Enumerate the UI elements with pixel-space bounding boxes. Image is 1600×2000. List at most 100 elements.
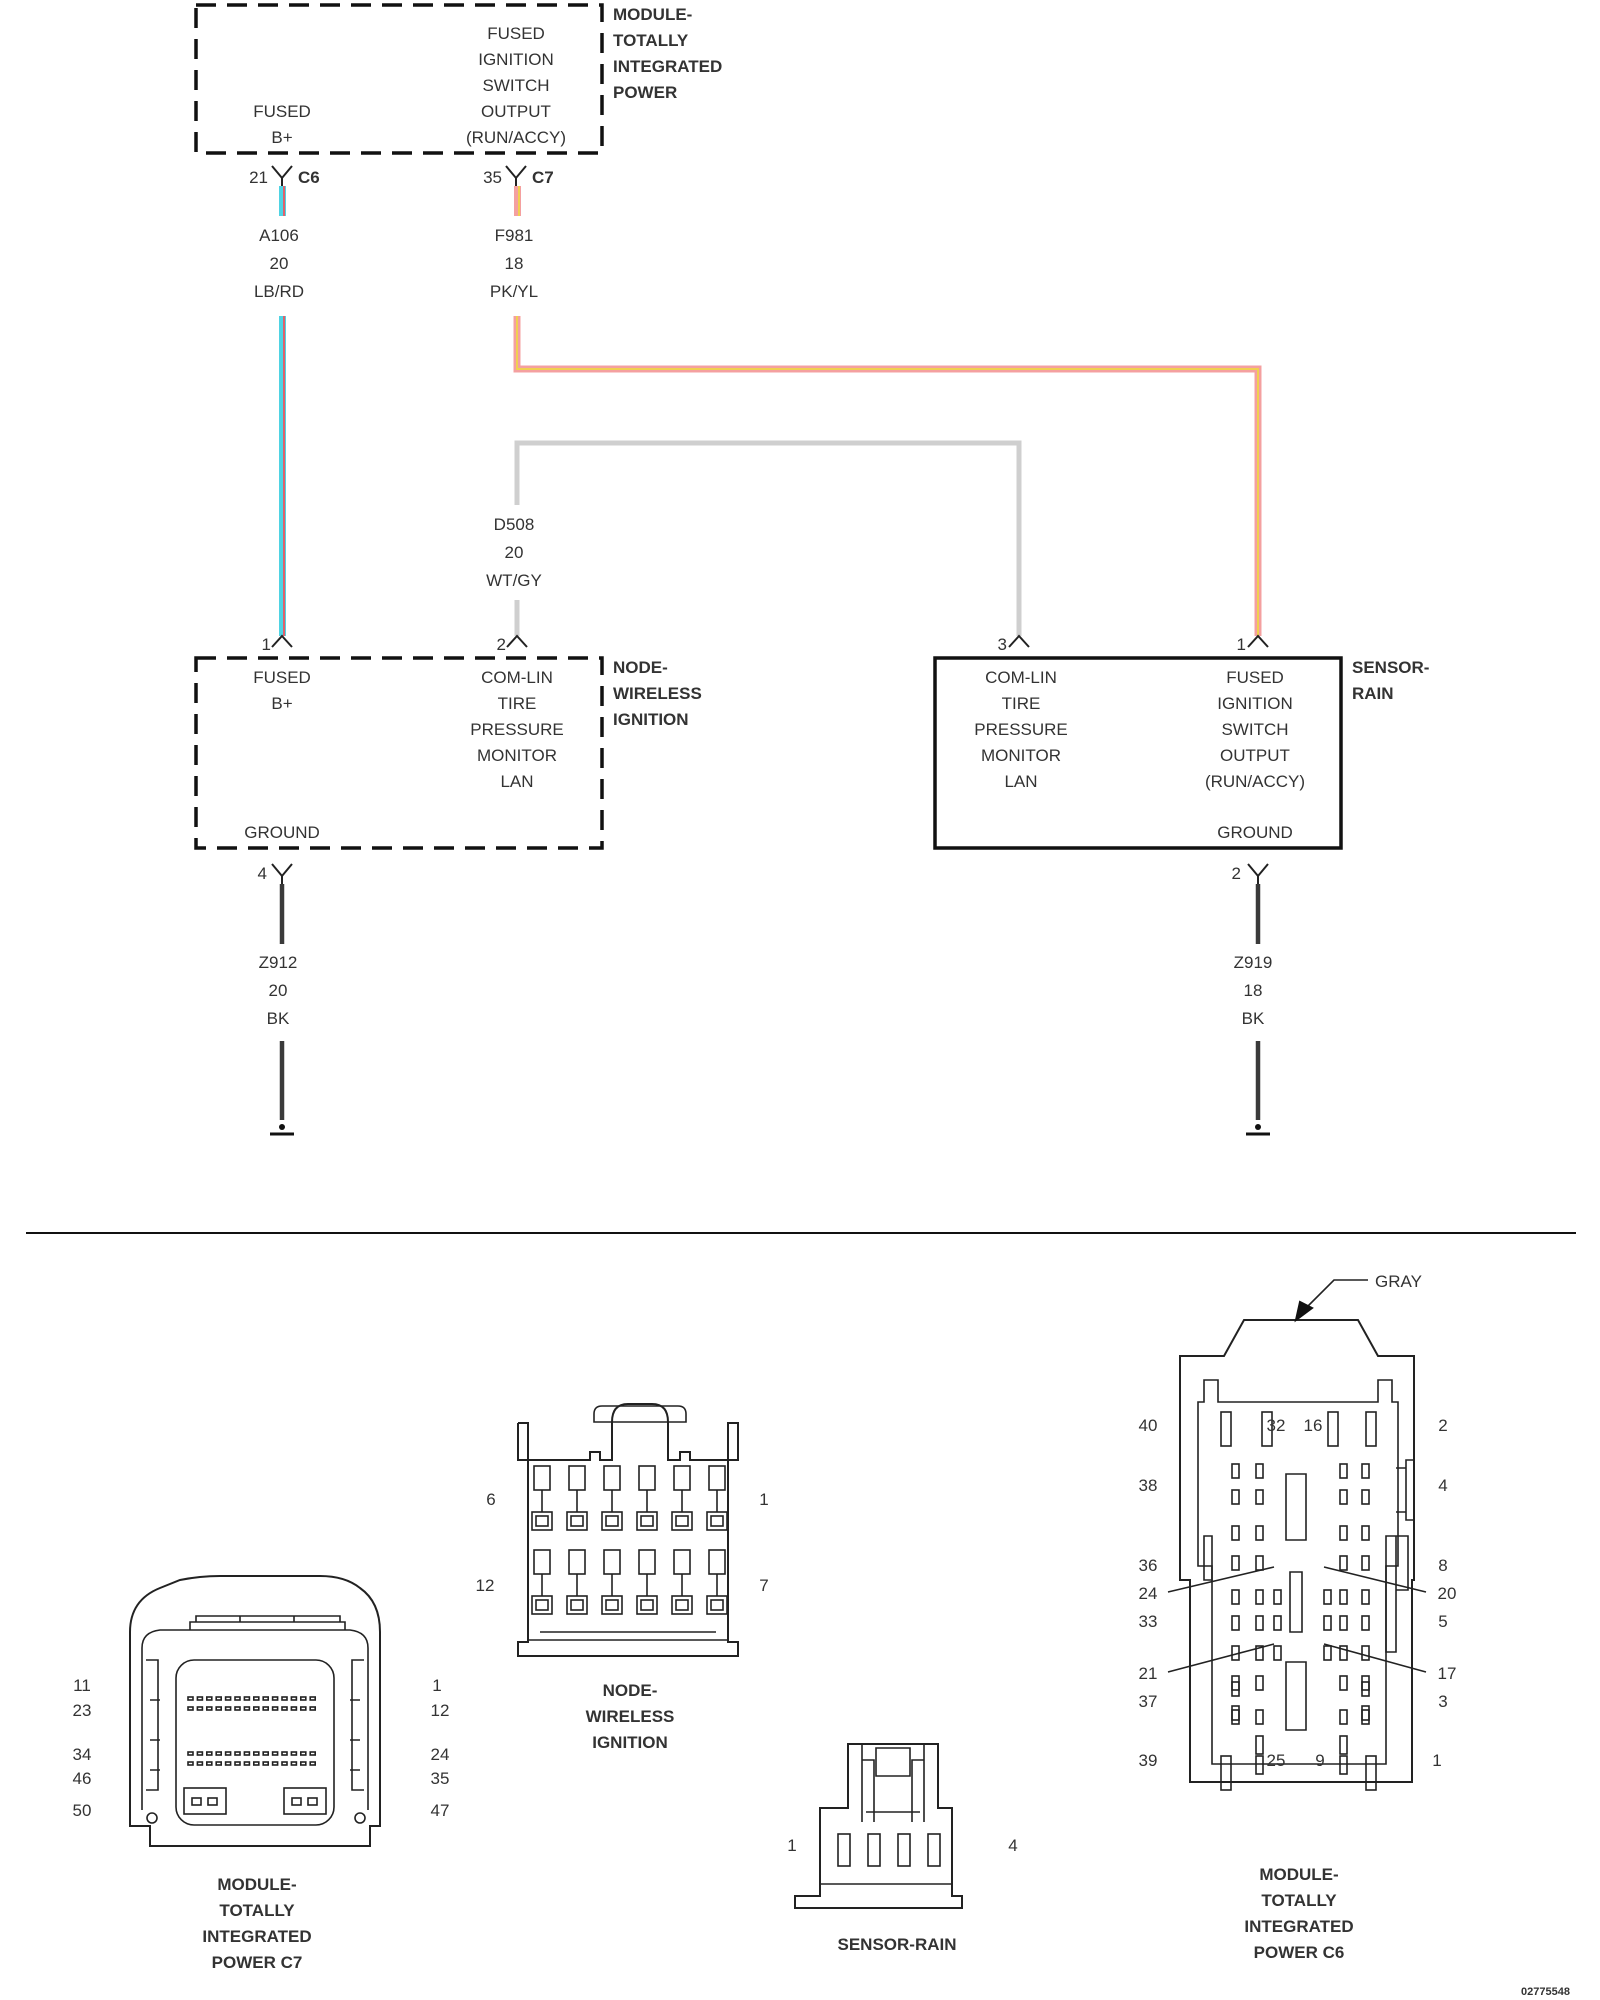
tipm-c6-cavity xyxy=(1255,1735,1264,1755)
tipm-c7-face xyxy=(175,1659,335,1826)
tipm-c7-pin-24: 24 xyxy=(431,1745,450,1764)
niw-terminal-slot xyxy=(673,1465,691,1491)
wire-a106-lower-base xyxy=(279,316,286,636)
tipm-fused-b-label-2: B+ xyxy=(271,128,292,147)
rain-pin1-label-1: FUSED xyxy=(1226,668,1284,687)
tipm-ign-output-label-5: (RUN/ACCY) xyxy=(466,128,566,147)
tipm-c6-pin-16: 16 xyxy=(1304,1416,1323,1435)
tipm-c6-pin-17: 17 xyxy=(1438,1664,1457,1683)
tipm-c7-inner-shell xyxy=(141,1629,369,1810)
tipm-c6-cavity xyxy=(1361,1709,1370,1725)
tipm-c6-cavity xyxy=(1255,1709,1264,1725)
tipm-c7-key-cell xyxy=(207,1797,218,1806)
tipm-c7-cavity xyxy=(234,1706,241,1711)
win-pin1-label-2: B+ xyxy=(271,694,292,713)
wire-z912-gauge: 20 xyxy=(269,981,288,1000)
win-pin2-label-2: TIRE xyxy=(498,694,537,713)
tipm-c7-cavity xyxy=(309,1751,317,1756)
tipm-c7-cavity xyxy=(299,1696,307,1701)
tipm-c6-cavity xyxy=(1323,1615,1332,1631)
node-wireless-ignition-connector-view: 6 1 12 7 NODE- WIRELESS IGNITION xyxy=(476,1403,769,1752)
tipm-c6-center-bars xyxy=(1285,1473,1307,1731)
tipm-c6-cavity xyxy=(1255,1675,1264,1691)
tipm-c7-cavity xyxy=(234,1761,241,1766)
tipm-c7-cavity xyxy=(187,1696,194,1701)
tipm-c6-cavity xyxy=(1231,1681,1240,1697)
niw-terminal-inner xyxy=(605,1599,619,1611)
tipm-c6-cavity xyxy=(1255,1463,1264,1479)
tipm-c6-pin-2: 2 xyxy=(1438,1416,1447,1435)
niw-terminal-inner xyxy=(535,1599,549,1611)
tipm-c6-cavity xyxy=(1361,1645,1370,1661)
tipm-c7-cavity xyxy=(196,1761,204,1766)
tipm-c6-cavity xyxy=(1339,1489,1348,1505)
tipm-c7-key-cell xyxy=(291,1797,302,1806)
tipm-c6-color-callout-leader xyxy=(1303,1279,1368,1311)
tipm-c7-cavity xyxy=(187,1751,194,1756)
wire-f981-color: PK/YL xyxy=(490,282,538,301)
tipm-c6-cavity xyxy=(1339,1555,1348,1571)
tipm-c6-cavity xyxy=(1323,1589,1332,1605)
tipm-c6-caption-1: MODULE- xyxy=(1259,1865,1338,1884)
tipm-fused-b-label-1: FUSED xyxy=(253,102,311,121)
tipm-c7-cavity xyxy=(196,1751,204,1756)
tipm-c6-pin-33: 33 xyxy=(1139,1612,1158,1631)
wire-a106: A106 20 LB/RD xyxy=(254,186,304,636)
wire-z912-circuit: Z912 xyxy=(259,953,298,972)
tipm-c7-cavity xyxy=(262,1706,270,1711)
win-ground-terminal-symbol xyxy=(271,863,293,884)
tipm-c7-cavity xyxy=(271,1706,279,1711)
tipm-c6-cavity xyxy=(1261,1411,1273,1447)
tipm-c6-pin-5: 5 xyxy=(1438,1612,1447,1631)
tipm-c6-cavity xyxy=(1231,1525,1240,1541)
tipm-c6-cavity xyxy=(1255,1755,1264,1775)
ground-symbol-icon xyxy=(1246,1124,1270,1136)
tipm-c7-caption-2: TOTALLY xyxy=(219,1901,295,1920)
niw-terminal-slot xyxy=(533,1465,551,1491)
tipm-c6-leader-lines xyxy=(1167,1566,1427,1673)
wire-z919: Z919 18 BK xyxy=(1234,884,1272,1120)
niw-terminal-inner xyxy=(675,1599,689,1611)
tipm-c7-cavity xyxy=(206,1706,213,1711)
wire-a106-lower-stripe xyxy=(283,316,285,636)
tipm-c6-pin-1: 1 xyxy=(1432,1751,1441,1770)
niw-latch xyxy=(593,1405,687,1423)
tipm-c7-cavity xyxy=(309,1761,317,1766)
wire-d508: D508 20 WT/GY xyxy=(486,440,1022,636)
niw-terminal-slot xyxy=(603,1549,621,1575)
tipm-c6-cavity xyxy=(1361,1555,1370,1571)
tipm-module-name-1: MODULE- xyxy=(613,5,692,24)
tipm-c6-pin-20: 20 xyxy=(1438,1584,1457,1603)
tipm-c7-cavity xyxy=(253,1751,260,1756)
tipm-c6-cavity xyxy=(1231,1709,1240,1725)
tipm-c7-pin-number: 35 xyxy=(483,168,502,187)
win-ground-label: GROUND xyxy=(244,823,320,842)
tipm-c6-pin-21: 21 xyxy=(1139,1664,1158,1683)
tipm-c7-cavity xyxy=(290,1761,298,1766)
niw-terminal-slot xyxy=(568,1549,586,1575)
wire-a106-upper-stripe xyxy=(283,186,285,216)
wire-d508-color: WT/GY xyxy=(486,571,542,590)
niw-pin-6: 6 xyxy=(486,1490,495,1509)
tipm-c6-cavity xyxy=(1339,1709,1348,1725)
tipm-ign-output-label-1: FUSED xyxy=(487,24,545,43)
tipm-c7-cavity xyxy=(215,1696,222,1701)
tipm-c6-cavity xyxy=(1339,1463,1348,1479)
tipm-c6-cavity xyxy=(1365,1411,1377,1447)
wire-a106-circuit: A106 xyxy=(259,226,299,245)
niw-connector-body xyxy=(528,1403,728,1461)
tipm-c6-cavity xyxy=(1361,1589,1370,1605)
niw-terminal-cavity xyxy=(671,1595,693,1615)
win-pin1-terminal-symbol xyxy=(271,634,293,648)
wire-f981-upper-base xyxy=(514,186,521,216)
tipm-c7-cavity xyxy=(243,1751,251,1756)
tipm-c7-pin-1: 1 xyxy=(432,1676,441,1695)
tipm-c6-cavity xyxy=(1255,1589,1264,1605)
niw-caption-1: NODE- xyxy=(603,1681,658,1700)
win-name-2: WIRELESS xyxy=(613,684,702,703)
rain-name-2: RAIN xyxy=(1352,684,1394,703)
win-name-1: NODE- xyxy=(613,658,668,677)
niw-terminal-inner xyxy=(710,1599,724,1611)
tipm-c6-cavity xyxy=(1220,1755,1232,1791)
ground-symbol-icon xyxy=(270,1124,294,1136)
